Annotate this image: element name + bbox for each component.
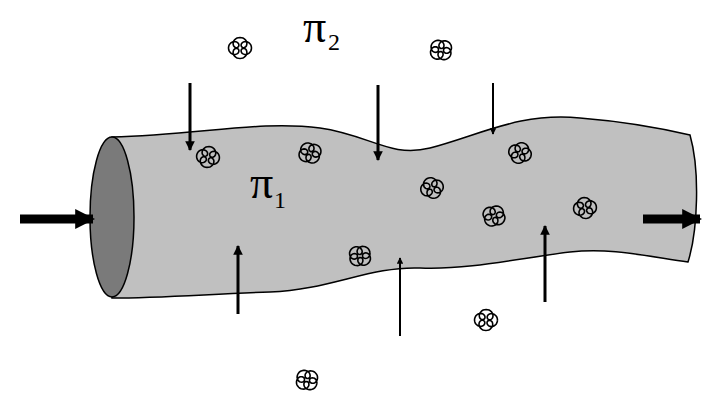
polymer-coils xyxy=(197,38,597,390)
polymer-coil xyxy=(509,143,531,164)
polymer-coil xyxy=(483,206,505,226)
pressure-arrow xyxy=(544,226,547,302)
tube-body xyxy=(112,117,697,298)
polymer-coil xyxy=(297,370,318,389)
pressure-arrow xyxy=(492,83,494,134)
polymer-coil xyxy=(197,147,220,168)
osmotic-pressure-symbol: π xyxy=(250,160,273,206)
pressure-arrow xyxy=(189,83,192,150)
polymer-coil xyxy=(475,310,498,331)
polymer-coil xyxy=(299,143,321,163)
tube-opening xyxy=(90,137,134,297)
osmotic-pressure-symbol: π xyxy=(303,4,326,50)
subscript-number: 1 xyxy=(274,188,286,212)
polymer-coil xyxy=(574,198,597,219)
polymer-coil xyxy=(229,38,252,59)
pressure-arrow xyxy=(399,258,401,336)
polymer-coil xyxy=(350,246,371,265)
subscript-number: 2 xyxy=(328,30,340,54)
inflow-arrow xyxy=(20,215,93,224)
polymer-coil xyxy=(431,40,452,59)
pressure-arrow xyxy=(237,246,240,314)
outflow-arrow xyxy=(643,215,700,224)
polymer-coil xyxy=(421,178,443,199)
pressure-arrow xyxy=(377,85,380,160)
